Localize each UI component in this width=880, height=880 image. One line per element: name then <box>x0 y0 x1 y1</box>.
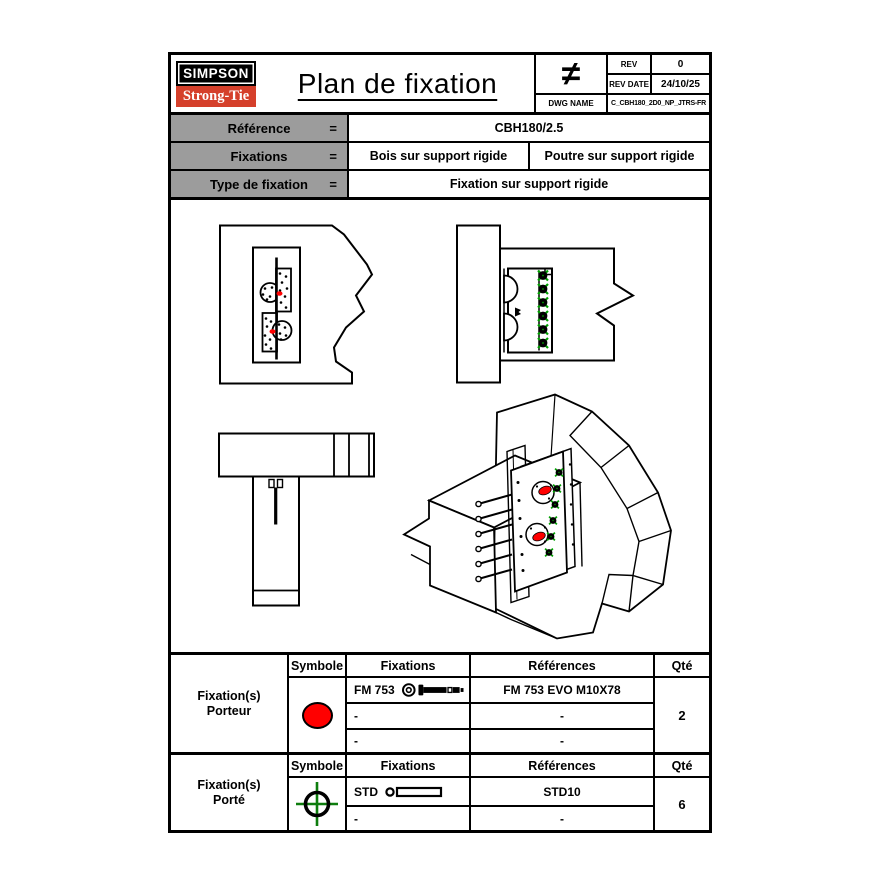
fixation-cell: STD <box>347 778 469 805</box>
type-fixation-label: Type de fixation = <box>171 171 347 197</box>
porte-qty: 6 <box>655 778 709 830</box>
front-view-drawing <box>219 224 374 385</box>
not-equal-icon: ≠ <box>536 55 606 93</box>
fixation-cell: - <box>347 807 469 830</box>
side-view-drawing <box>456 224 636 384</box>
table-row: Fixations = Bois sur support rigide Pout… <box>171 143 709 169</box>
column-header-references: Références <box>471 655 653 676</box>
reference-cell: - <box>471 730 653 752</box>
fixations-label: Fixations = <box>171 143 347 169</box>
anchor-red-dot <box>269 329 276 334</box>
column-header-qte: Qté <box>655 755 709 776</box>
reference-cell: - <box>471 807 653 830</box>
equals-sign: = <box>329 120 337 136</box>
reference-cell: - <box>471 704 653 728</box>
porte-symbol <box>289 778 345 830</box>
anchor-red-dot <box>538 485 552 496</box>
table-row: Référence = CBH180/2.5 <box>171 115 709 141</box>
porte-fixation-table: Fixation(s) Porté Symbole Fixations Réfé… <box>171 752 709 830</box>
rev-date-value: 24/10/25 <box>652 75 709 93</box>
top-view-drawing <box>218 432 375 607</box>
rev-date-label: REV DATE <box>608 75 650 93</box>
dowel-pins <box>475 493 513 583</box>
porte-group-label: Fixation(s) Porté <box>171 755 287 830</box>
dwg-name-label: DWG NAME <box>536 95 606 112</box>
rev-value: 0 <box>652 55 709 73</box>
fixation-value-2: Poutre sur support rigide <box>530 143 709 169</box>
anchor-red-dot <box>532 531 546 542</box>
brand-logo: SIMPSON Strong-Tie <box>171 55 261 112</box>
fixation-cell: - <box>347 730 469 752</box>
column-header-fixations: Fixations <box>347 655 469 676</box>
dwg-name-value: C_CBH180_2D0_NP_JTRS-FR <box>608 95 709 112</box>
porteur-qty: 2 <box>655 678 709 752</box>
porteur-symbol <box>289 678 345 752</box>
rev-label: REV <box>608 55 650 73</box>
drawing-sheet: SIMPSON Strong-Tie Plan de fixation ≠ RE… <box>168 52 712 833</box>
fm753-anchor-icon <box>401 683 464 697</box>
column-header-references: Références <box>471 755 653 776</box>
table-row: Type de fixation = Fixation sur support … <box>171 171 709 197</box>
drawing-area <box>171 200 709 652</box>
fixation-cell: - <box>347 704 469 728</box>
anchor-mark <box>515 307 521 317</box>
porteur-group-label: Fixation(s) Porteur <box>171 655 287 752</box>
logo-strongtie-text: Strong-Tie <box>176 85 256 107</box>
logo-simpson-text: SIMPSON <box>176 60 256 86</box>
crosshair-circle-symbol-icon <box>296 782 338 826</box>
equals-sign: = <box>329 148 337 164</box>
anchor-red-dot <box>276 291 283 296</box>
column-header-symbole: Symbole <box>289 755 345 776</box>
fixation-cell: FM 753 <box>347 678 469 702</box>
reference-label: Référence = <box>171 115 347 141</box>
column-header-symbole: Symbole <box>289 655 345 676</box>
red-circle-symbol-icon <box>301 701 333 729</box>
reference-value: CBH180/2.5 <box>349 115 709 141</box>
revision-block: ≠ REV 0 REV DATE 24/10/25 DWG NAME C_CBH… <box>534 55 709 112</box>
nail-holes <box>261 272 289 350</box>
fixation-value-1: Bois sur support rigide <box>349 143 528 169</box>
title-block: SIMPSON Strong-Tie Plan de fixation ≠ RE… <box>171 55 709 115</box>
equals-sign: = <box>329 176 337 192</box>
type-fixation-value: Fixation sur support rigide <box>349 171 709 197</box>
column-header-qte: Qté <box>655 655 709 676</box>
porteur-fixation-table: Fixation(s) Porteur Symbole Fixations Ré… <box>171 652 709 752</box>
std-dowel-icon <box>385 786 443 797</box>
reference-cell: STD10 <box>471 778 653 805</box>
page-title: Plan de fixation <box>297 67 498 99</box>
isometric-view-drawing <box>402 393 672 640</box>
reference-cell: FM 753 EVO M10X78 <box>471 678 653 702</box>
technical-drawing <box>218 224 672 640</box>
info-table: Référence = CBH180/2.5 Fixations = Bois … <box>171 115 709 200</box>
column-header-fixations: Fixations <box>347 755 469 776</box>
